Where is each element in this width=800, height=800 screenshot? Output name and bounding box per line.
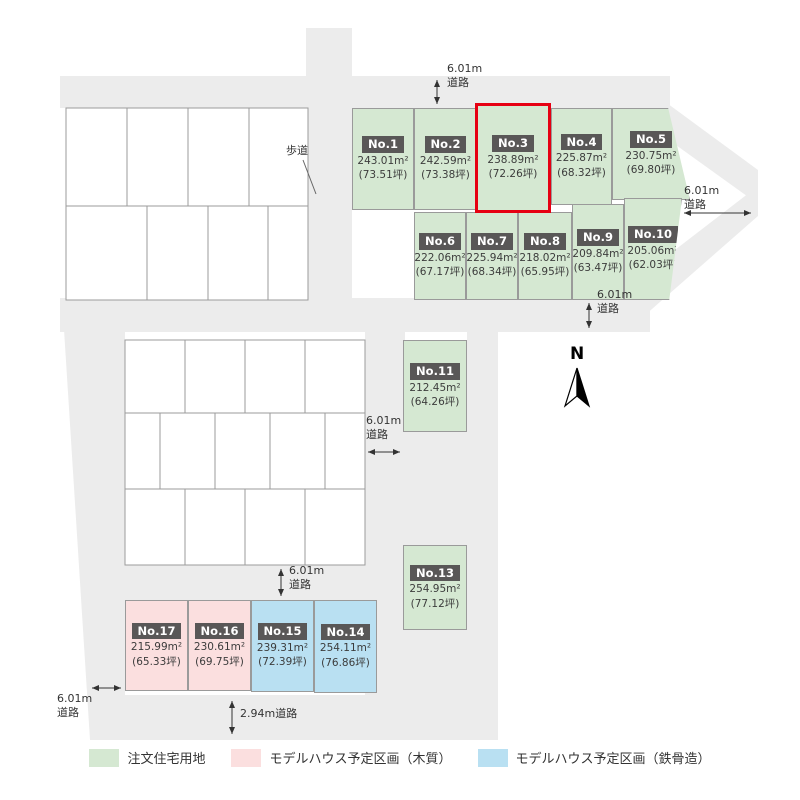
legend-item-model-house-steel: モデルハウス予定区画（鉄骨造） [477,748,711,767]
road-word: 道路 [57,706,79,720]
lot-number-badge: No.5 [630,131,672,148]
legend-swatch-blue [477,748,508,767]
north-letter: N [570,344,585,364]
legend: 注文住宅用地 モデルハウス予定区画（木質） モデルハウス予定区画（鉄骨造） [0,748,800,767]
lot-number-badge: No.6 [419,233,461,250]
lot-area: 239.31m² [256,641,309,654]
road-width-label-mid: 6.01m 道路 [597,288,632,317]
lot-tsubo: (69.75坪) [195,655,244,668]
roads [60,28,758,740]
lot-area: 212.45m² [409,381,461,394]
unsold-lot-blocks [65,107,366,566]
road-width-value: 6.01m [597,288,633,301]
legend-label: モデルハウス予定区画（木質） [269,752,452,767]
lot-no15[interactable]: No.15 239.31m² (72.39坪) [251,600,314,692]
lot-area: 238.89m² [487,153,539,166]
lot-area: 225.87m² [555,152,608,165]
lot-number-badge: No.17 [131,622,182,640]
legend-item-custom-housing: 注文住宅用地 [89,748,205,767]
road-word: 道路 [684,198,706,212]
road-word: 道路 [366,428,388,442]
legend-label: 注文住宅用地 [127,752,206,767]
lot-number-badge: No.16 [194,622,245,640]
lot-number-badge: No.13 [410,564,460,582]
lot-tsubo: (72.26坪) [488,168,538,181]
lot-no13[interactable]: No.13 254.95m² (77.12坪) [403,545,467,630]
lot-area: 209.84m² [572,247,624,260]
road-width-value: 6.01m [684,184,720,197]
sidewalk-pointer-line [302,159,317,195]
lot-no4[interactable]: No.4 225.87m² (68.32坪) [551,108,612,205]
legend-label: モデルハウス予定区画（鉄骨造） [515,752,711,767]
lot-tsubo: (73.51坪) [358,169,408,182]
lot-tsubo: (68.32坪) [557,166,606,179]
lot-tsubo: (68.34坪) [467,266,517,279]
lot-tsubo: (63.47坪) [573,262,623,275]
lot-no1[interactable]: No.1 243.01m² (73.51坪) [352,108,414,210]
road-width-label-top: 6.01m 道路 [447,62,482,91]
north-symbol [563,367,591,408]
lot-number-badge: No.1 [362,136,404,153]
lot-number-badge: No.15 [257,623,308,640]
lot-tsubo: (69.80坪) [626,164,676,177]
lot-area: 254.95m² [409,583,461,596]
lot-tsubo: (64.26坪) [410,396,460,409]
dimension-arrows [92,80,751,734]
lot-no11[interactable]: No.11 212.45m² (64.26坪) [403,340,467,432]
lot-number-badge: No.3 [492,135,534,152]
lot-tsubo: (62.03坪) [628,259,678,272]
lot-no3-highlighted[interactable]: No.3 238.89m² (72.26坪) [475,103,551,213]
lot-number-badge: No.14 [320,623,371,641]
lot-number-badge: No.7 [471,233,513,250]
lot-number-badge: No.10 [628,226,678,243]
lot-area: 222.06m² [414,251,466,264]
road-width-label-bottomleft: 6.01m 道路 [57,692,92,721]
lot-number-badge: No.9 [577,229,619,246]
lot-number-badge: No.11 [410,363,460,380]
road-width-label-midleft: 6.01m 道路 [366,414,401,443]
lot-no14[interactable]: No.14 254.11m² (76.86坪) [314,600,377,693]
road-word: 道路 [289,578,311,592]
road-word: 道路 [597,302,619,316]
lot-no6[interactable]: No.6 222.06m² (67.17坪) [414,212,466,300]
lot-area: 205.06m² [627,244,679,257]
lot-no2[interactable]: No.2 242.59m² (73.38坪) [414,108,477,210]
lot-no17[interactable]: No.17 215.99m² (65.33坪) [125,600,188,691]
legend-item-model-house-wood: モデルハウス予定区画（木質） [231,748,452,767]
lot-area: 243.01m² [357,154,409,167]
road-width-label-bottom: 2.94m道路 [240,707,298,720]
lot-area: 215.99m² [130,641,183,654]
lot-tsubo: (76.86坪) [321,656,370,669]
road-width-label-right: 6.01m 道路 [684,184,719,213]
lot-tsubo: (73.38坪) [421,169,470,182]
lot-no9[interactable]: No.9 209.84m² (63.47坪) [572,204,624,300]
lot-area: 218.02m² [519,251,571,264]
road-width-label-lower: 6.01m 道路 [289,564,324,593]
lot-no7[interactable]: No.7 225.94m² (68.34坪) [466,212,518,300]
lot-area: 230.61m² [193,641,246,654]
lot-area: 230.75m² [625,149,677,162]
lot-area: 254.11m² [319,642,372,655]
legend-swatch-green [89,748,120,767]
lot-no8[interactable]: No.8 218.02m² (65.95坪) [518,212,572,300]
sidewalk-label: 歩道 [286,144,308,157]
lot-area: 242.59m² [419,154,472,167]
lot-area: 225.94m² [466,251,518,264]
lot-tsubo: (77.12坪) [410,597,460,610]
lot-tsubo: (65.33坪) [132,655,181,668]
lot-number-badge: No.4 [560,133,603,151]
lot-number-badge: No.8 [524,233,566,250]
road-width-value: 6.01m [289,564,325,577]
road-width-value: 6.01m [57,692,93,705]
road-word: 道路 [447,76,469,90]
legend-swatch-pink [231,748,262,767]
lot-tsubo: (65.95坪) [520,266,570,279]
lot-number-badge: No.2 [424,136,467,153]
lot-no16[interactable]: No.16 230.61m² (69.75坪) [188,600,251,691]
road-width-value: 6.01m [447,62,483,75]
lot-tsubo: (67.17坪) [415,266,465,279]
road-width-value: 6.01m [366,414,402,427]
lot-tsubo: (72.39坪) [258,656,307,669]
